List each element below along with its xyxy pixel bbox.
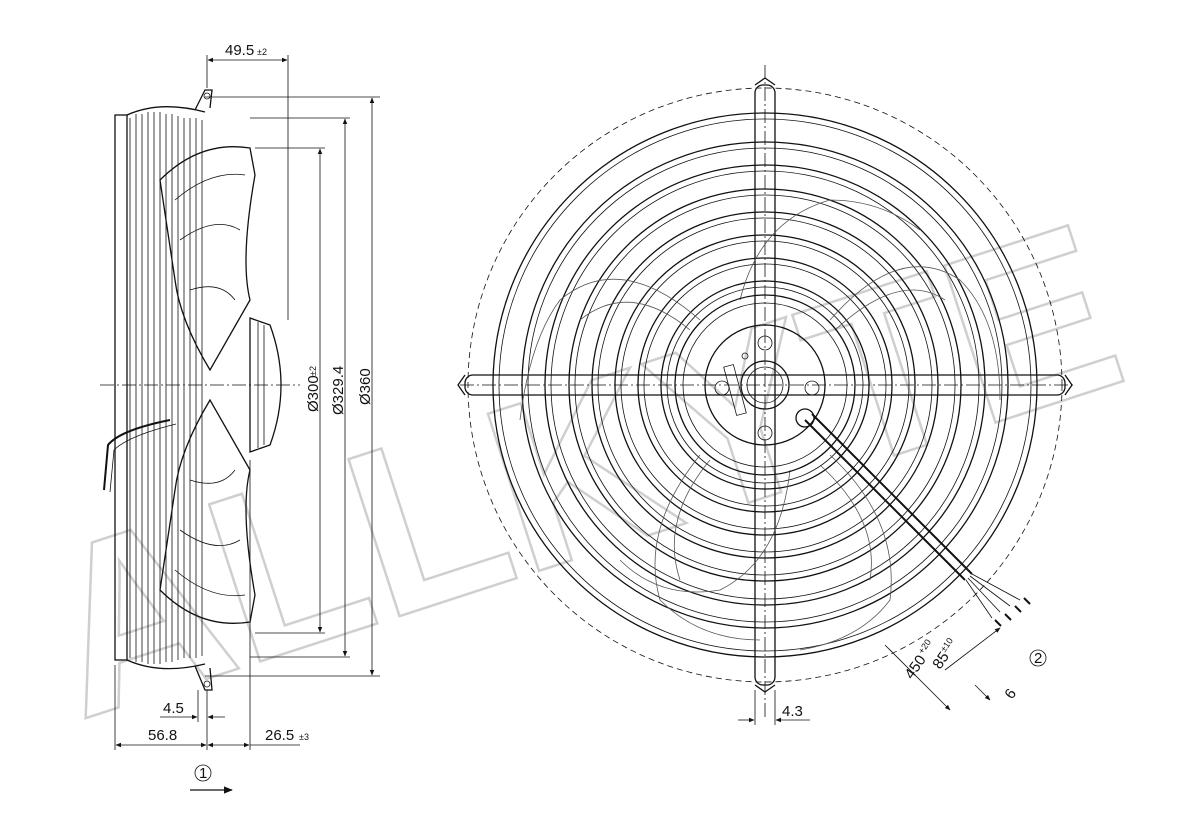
front-cable [804,419,966,581]
mount-foot-bottom [194,665,213,691]
dim-dia-360: Ø360 [357,368,374,405]
dim-cable-450-tol: +20 [916,637,933,655]
blade-lower [159,398,256,624]
dim-top-offset-tol: ±2 [257,47,267,57]
dim-dia-300-tol: ±2 [308,366,318,376]
guard-outer-ring [492,112,1038,658]
motor-bolt-right [804,380,820,396]
cable-note-circle [1029,649,1047,667]
cable-note-marker: 2 [1034,650,1042,667]
outer-envelope-circle [467,87,1063,683]
dim-bottom-265-tol: ±3 [299,732,309,742]
front-view: 4.3 450 +20 85 ±10 6 2 [457,65,1075,725]
dim-cable-85: 85 [929,649,952,672]
dim-bottom-45: 4.5 [163,700,184,717]
motor-outer [674,294,856,476]
motor-shaft [740,360,790,410]
blade-upper [159,146,256,372]
side-view: 49.5 ±2 Ø300 ±2 Ø329.4 Ø360 4.5 56.8 [100,42,380,794]
dim-cable-6: 6 [1001,686,1020,703]
guard-vertical-bar [754,84,776,686]
motor-hub [249,317,282,453]
dim-dia-329: Ø329.4 [330,366,347,415]
dim-top-offset: 49.5 [225,42,254,59]
motor-bolt-top [757,335,773,351]
front-blades [519,199,1001,651]
airflow-marker: 1 [199,765,207,782]
dim-line-450 [884,644,951,711]
dim-front-43: 4.3 [782,703,803,720]
mount-foot-top [194,89,213,111]
motor-inner [704,324,826,446]
watermark-text: ALLKYTE [13,172,1148,769]
cable-wires [965,573,1021,619]
dim-dia-300: Ø300 [305,375,322,412]
airflow-marker-circle [194,764,212,782]
guard-frame [114,114,128,661]
dim-bottom-265: 26.5 [265,727,294,744]
watermark: ALLKYTE [12,170,1150,769]
dim-line-85 [944,627,1001,671]
side-cable [103,419,171,491]
motor-bolt-bottom [757,425,773,441]
guard-horizontal-bar [464,374,1066,396]
dim-bottom-568: 56.8 [148,727,177,744]
dim-cable-450: 450 [901,652,929,682]
